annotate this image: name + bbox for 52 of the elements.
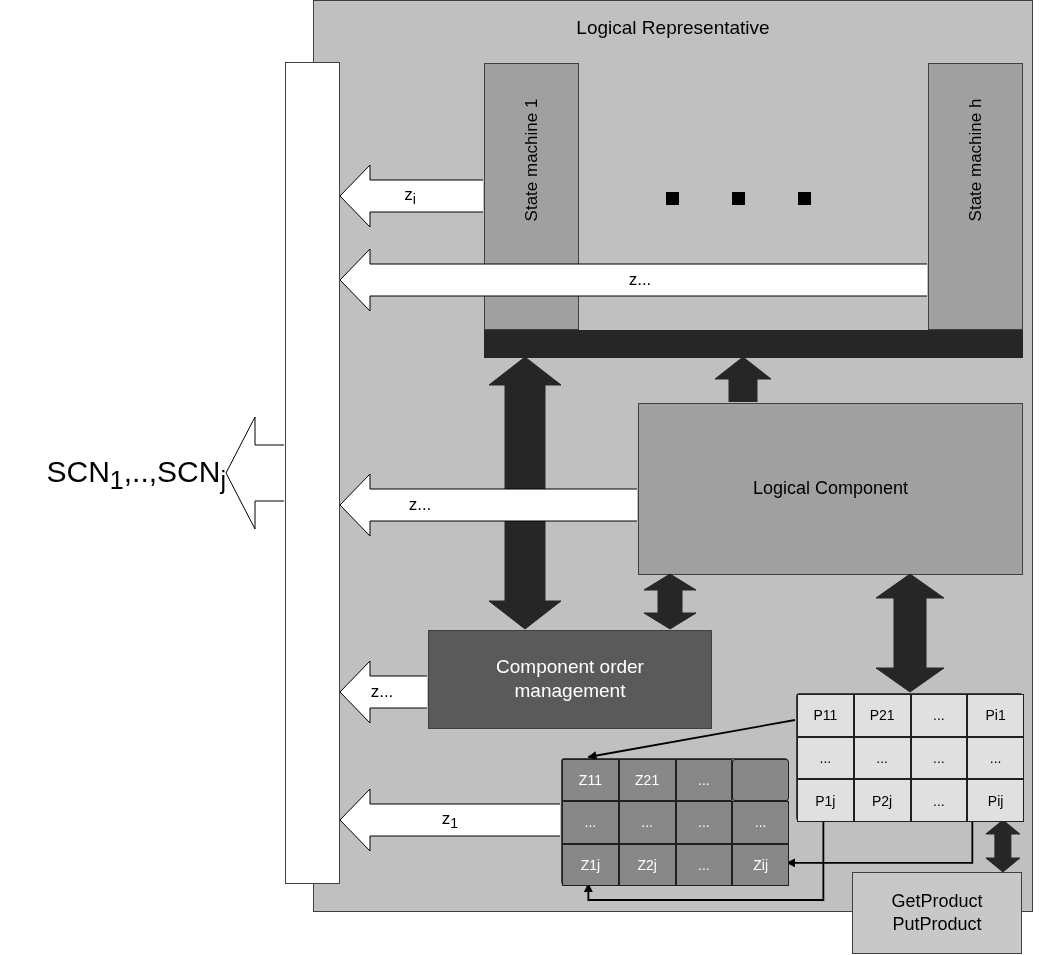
box-label: State machine 1 [521, 98, 542, 222]
table-cell: ... [797, 736, 854, 780]
output-label: SCN$_{1}$,..,SCN$_{j}$ [2, 440, 226, 504]
table-grid [561, 758, 788, 885]
table-cell: Pi1 [967, 694, 1024, 737]
block-arrow [339, 788, 561, 852]
block-arrow [985, 819, 1021, 873]
arrow [587, 719, 796, 760]
block-arrow [488, 356, 562, 630]
block-arrow [339, 164, 484, 228]
box-label: GetProduct PutProduct [890, 889, 984, 936]
table-cell: ... [910, 736, 968, 780]
table-cell: Z21 [618, 759, 676, 802]
arrow [786, 819, 974, 868]
table-cell: Pij [967, 779, 1024, 822]
connector-bar [484, 330, 1023, 358]
box-label: Logical Component [752, 477, 909, 501]
process-box [852, 872, 1022, 954]
table-cell: P11 [797, 694, 854, 737]
table-cell: ... [732, 801, 789, 844]
table-cell: ... [910, 694, 968, 737]
table-cell: ... [967, 736, 1024, 780]
block-arrow [714, 356, 772, 403]
block-arrow [643, 573, 697, 630]
arrow [583, 819, 825, 901]
table-cell: P2j [853, 779, 911, 822]
box-label: State machine h [965, 98, 986, 222]
table-cell: ... [562, 801, 619, 844]
table-cell: ... [853, 736, 911, 780]
block-arrow [339, 248, 928, 312]
table-cell: ... [675, 801, 733, 844]
table-cell: ... [675, 759, 733, 802]
table-cell [732, 759, 789, 802]
block-arrow [339, 473, 638, 537]
table-cell: Z11 [562, 759, 619, 802]
box-label: Component order management [495, 654, 645, 704]
table-cell: P1j [797, 779, 854, 822]
table-cell: Z2j [618, 843, 676, 886]
process-box [428, 630, 712, 729]
table-cell: Z1j [562, 843, 619, 886]
process-box [638, 403, 1023, 575]
table-cell: P21 [853, 694, 911, 737]
table-grid [796, 693, 1023, 821]
bus-bar [285, 62, 340, 884]
table-cell: ... [618, 801, 676, 844]
state-machine-bar [928, 63, 1023, 330]
block-arrow [225, 416, 285, 530]
table-cell: Zij [732, 843, 789, 886]
table-cell: ... [910, 779, 968, 822]
table-cell: ... [675, 843, 733, 886]
block-arrow [875, 573, 945, 693]
group-title: Logical Representative [576, 17, 770, 39]
